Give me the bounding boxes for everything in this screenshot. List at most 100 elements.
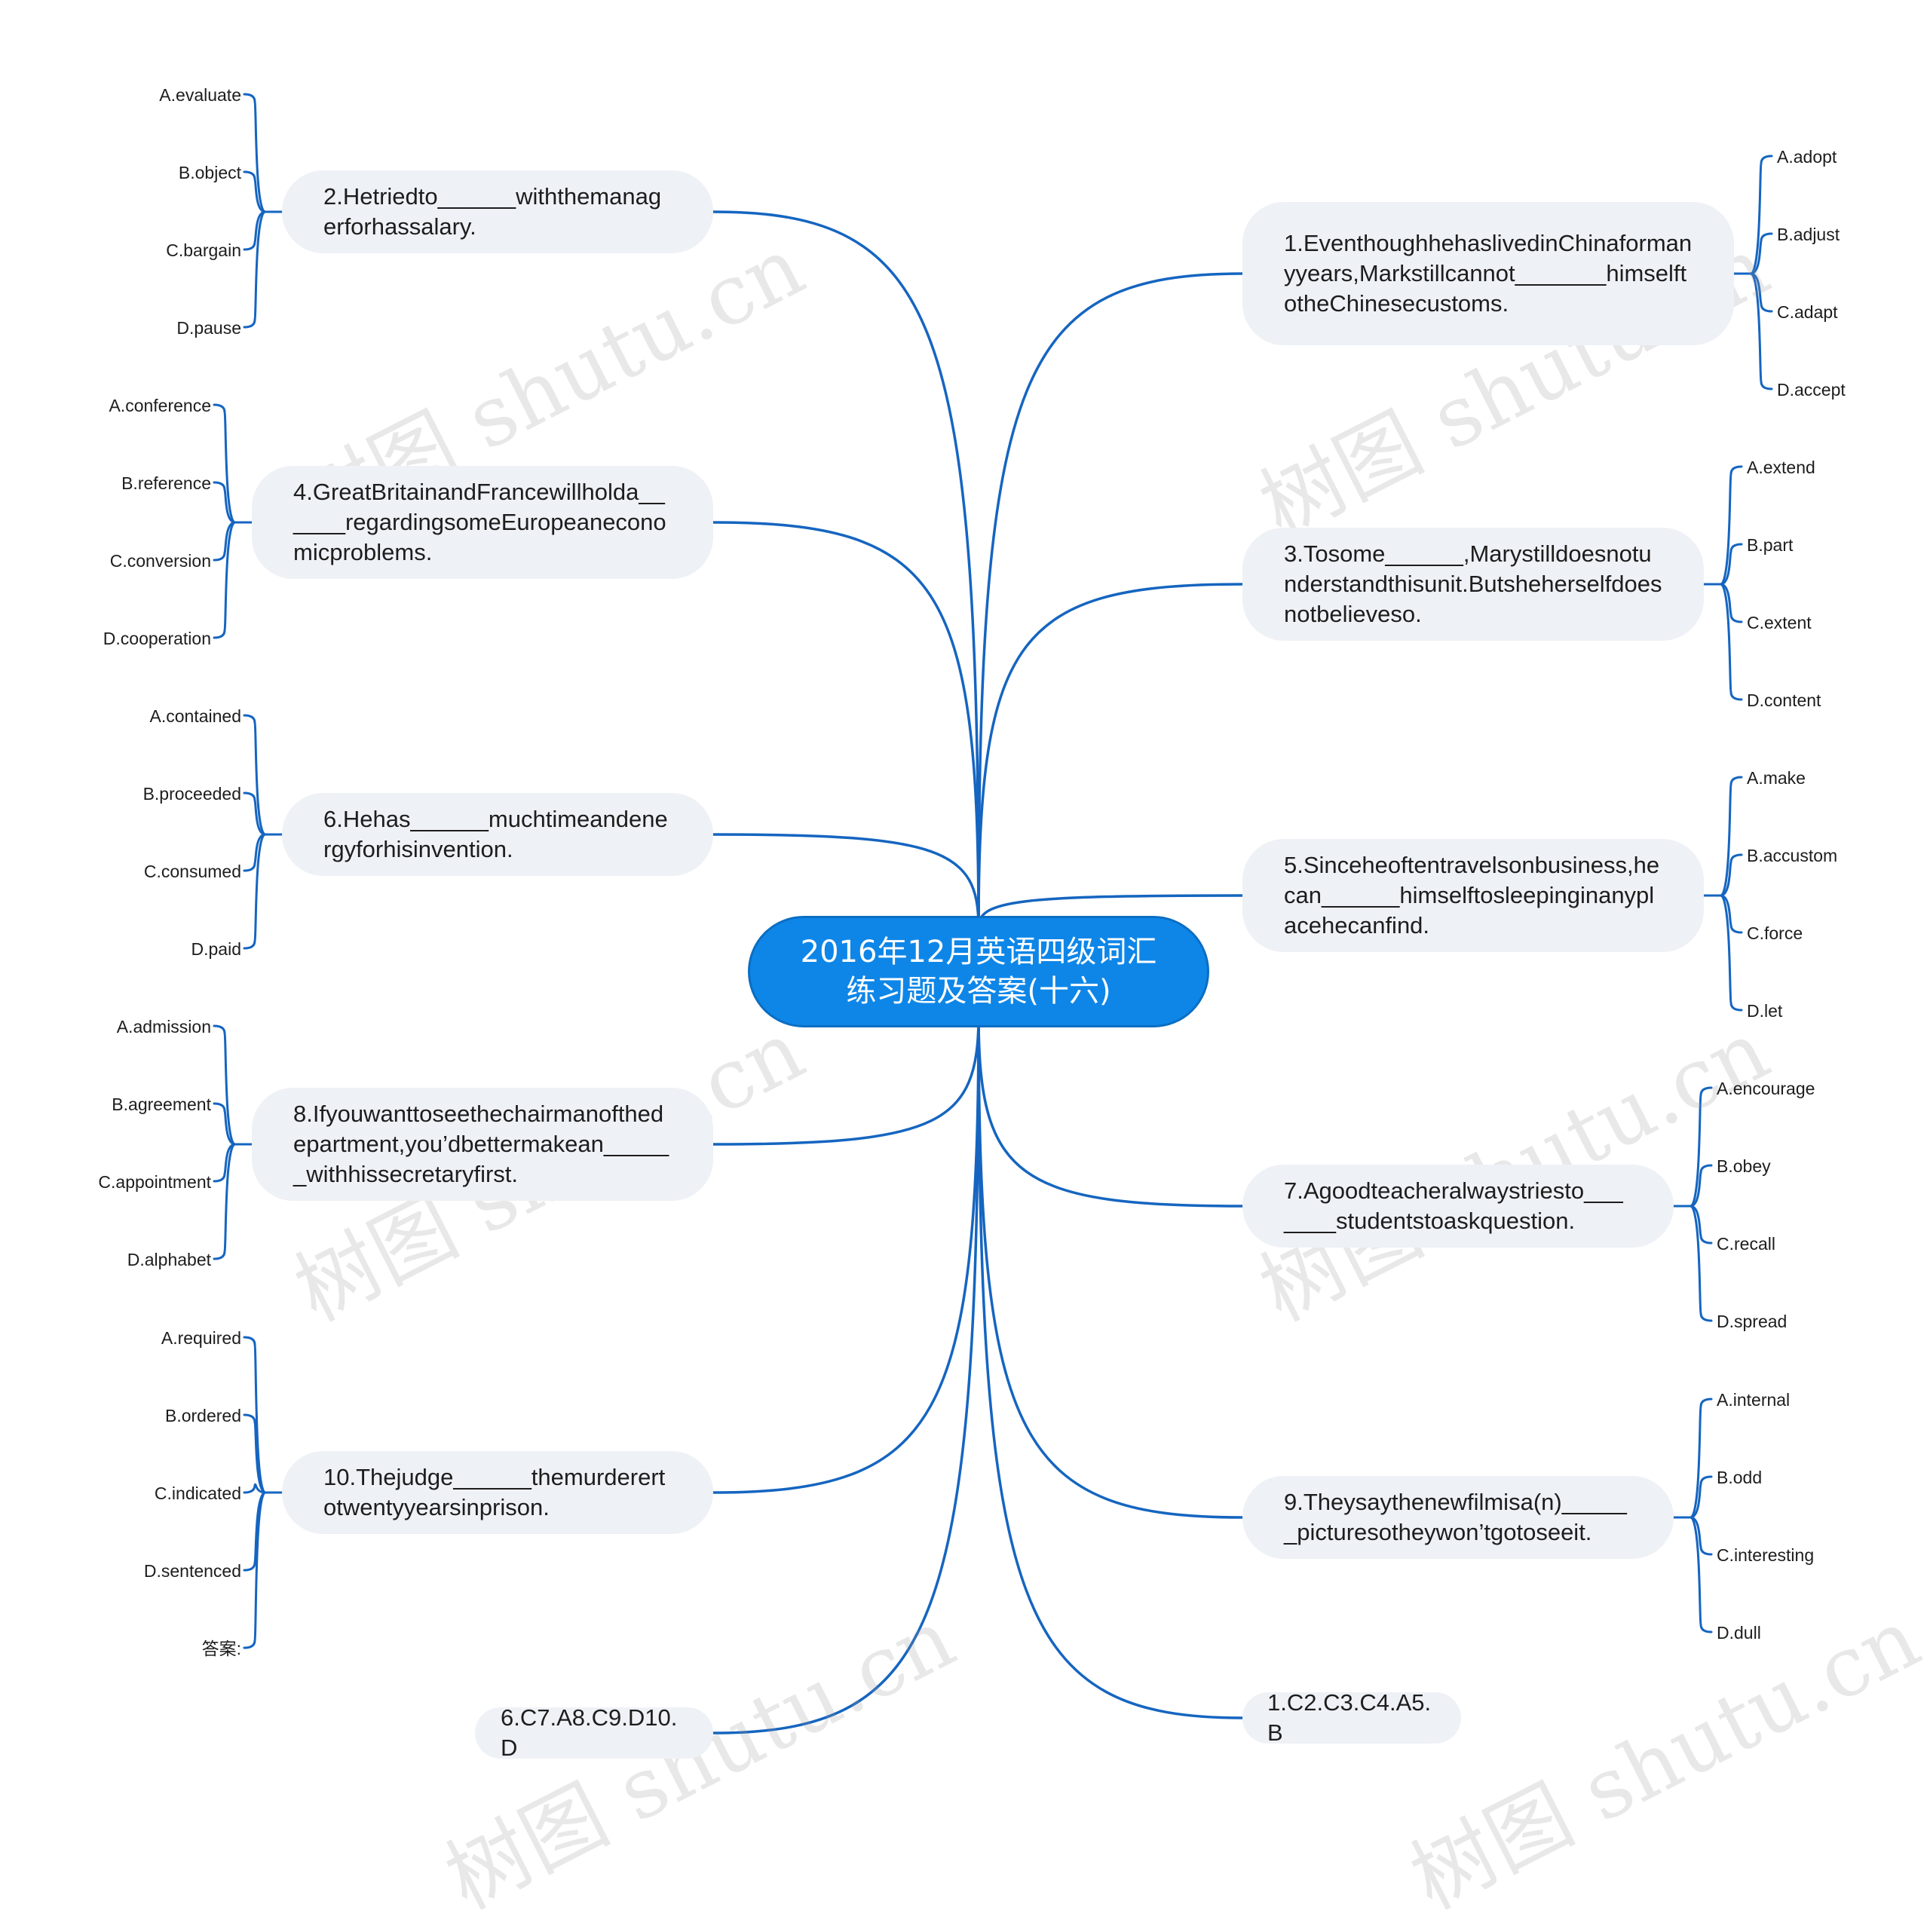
bracket-2-arm-2 bbox=[1719, 894, 1743, 934]
q3-option-b[interactable]: B.part bbox=[1747, 535, 1794, 555]
root-topic-line2: 练习题及答案(十六) bbox=[846, 974, 1111, 1009]
answers-part2[interactable]: 6.C7.A8.C9.D10.D bbox=[475, 1704, 713, 1761]
bracket-2-arm-0 bbox=[1719, 776, 1743, 897]
question-9-text: 9.Theysaythenewfilmisa(n)______pictureso… bbox=[1284, 1489, 1627, 1545]
q3-option-c[interactable]: C.extent bbox=[1747, 613, 1812, 632]
bracket-3-arm-2 bbox=[1689, 1205, 1713, 1245]
q9-option-a[interactable]: A.internal bbox=[1717, 1390, 1791, 1410]
q9-option-d[interactable]: D.dull bbox=[1717, 1623, 1761, 1643]
branch-right-3 bbox=[977, 1015, 1244, 1208]
question-2-text: 2.Hetriedto______withthemanagerforhassal… bbox=[323, 183, 662, 240]
bracket-6-arm-3 bbox=[213, 521, 237, 639]
bracket-6-arm-0 bbox=[213, 403, 237, 524]
q5-option-d[interactable]: D.let bbox=[1747, 1001, 1783, 1021]
q5-option-c[interactable]: C.force bbox=[1747, 923, 1803, 943]
q2-option-b[interactable]: B.object bbox=[178, 163, 241, 182]
q10-option-b[interactable]: B.ordered bbox=[164, 1406, 241, 1425]
answers-part1[interactable]: 1.C2.C3.C4.A5.B bbox=[1242, 1689, 1461, 1746]
q1-option-c[interactable]: C.adapt bbox=[1777, 302, 1838, 322]
answers-label[interactable]: 答案: bbox=[201, 1639, 241, 1658]
q4-option-a[interactable]: A.conference bbox=[109, 396, 211, 415]
question-9[interactable]: 9.Theysaythenewfilmisa(n)______pictureso… bbox=[1242, 1476, 1674, 1559]
bracket-0-arm-3 bbox=[1749, 272, 1773, 390]
q8-option-b[interactable]: B.agreement bbox=[112, 1095, 211, 1114]
bracket-7-arm-1 bbox=[243, 791, 267, 836]
branch-right-5 bbox=[977, 1015, 1244, 1719]
q9-option-c[interactable]: C.interesting bbox=[1717, 1545, 1815, 1565]
bracket-7-arm-3 bbox=[243, 833, 267, 950]
q1-option-d[interactable]: D.accept bbox=[1777, 380, 1846, 400]
bracket-8-arm-2 bbox=[213, 1143, 237, 1183]
q7-option-b[interactable]: B.obey bbox=[1717, 1156, 1771, 1176]
q10-option-c[interactable]: C.indicated bbox=[154, 1483, 241, 1503]
branch-left-3 bbox=[712, 1015, 980, 1146]
branch-left-4 bbox=[712, 1015, 980, 1494]
q5-option-b[interactable]: B.accustom bbox=[1747, 846, 1838, 865]
bracket-4-arm-3 bbox=[1689, 1516, 1713, 1633]
branch-left-5 bbox=[712, 1015, 980, 1735]
connector-lines bbox=[213, 93, 1773, 1735]
bracket-5-arm-2 bbox=[243, 210, 267, 251]
q1-option-a[interactable]: A.adopt bbox=[1777, 147, 1837, 167]
q3-option-a[interactable]: A.extend bbox=[1747, 458, 1815, 477]
q1-option-b[interactable]: B.adjust bbox=[1777, 225, 1840, 244]
q8-option-a[interactable]: A.admission bbox=[116, 1017, 211, 1036]
bracket-1-arm-1 bbox=[1719, 543, 1743, 586]
q7-option-c[interactable]: C.recall bbox=[1717, 1234, 1775, 1254]
bracket-0-arm-1 bbox=[1749, 232, 1773, 275]
q3-option-d[interactable]: D.content bbox=[1747, 690, 1821, 710]
root-topic[interactable]: 2016年12月英语四级词汇 练习题及答案(十六) bbox=[748, 916, 1209, 1027]
question-4-text: 4.GreatBritainandFrancewillholda______re… bbox=[293, 479, 666, 565]
bracket-4-arm-0 bbox=[1689, 1398, 1713, 1519]
q6-option-d[interactable]: D.paid bbox=[191, 939, 241, 959]
question-5[interactable]: 5.Sinceheoftentravelsonbusiness,hecan___… bbox=[1242, 839, 1704, 952]
q4-option-d[interactable]: D.cooperation bbox=[103, 629, 211, 648]
q10-option-d[interactable]: D.sentenced bbox=[143, 1561, 241, 1581]
answers-part2-text: 6.C7.A8.C9.D10.D bbox=[501, 1704, 678, 1761]
bracket-5-arm-0 bbox=[243, 93, 267, 213]
q6-option-b[interactable]: B.proceeded bbox=[142, 784, 241, 804]
q4-option-b[interactable]: B.reference bbox=[121, 473, 211, 493]
question-1[interactable]: 1.EventhoughhehaslivedinChinaformanyyear… bbox=[1242, 202, 1734, 345]
question-3-text: 3.Tosome______,Marystilldoesnotunderstan… bbox=[1284, 540, 1662, 627]
question-8-text: 8.Ifyouwanttoseethechairmanofthedepartme… bbox=[293, 1101, 669, 1187]
bracket-0-arm-0 bbox=[1749, 155, 1773, 275]
q6-option-c[interactable]: C.consumed bbox=[143, 862, 241, 881]
q4-option-c[interactable]: C.conversion bbox=[109, 551, 211, 571]
question-10[interactable]: 10.Thejudge______themurderertotwentyyear… bbox=[282, 1451, 713, 1534]
question-7-text: 7.Agoodteacheralwaystriesto_______studen… bbox=[1284, 1177, 1623, 1234]
q7-option-a[interactable]: A.encourage bbox=[1717, 1079, 1815, 1098]
question-6[interactable]: 6.Hehas______muchtimeandenergyforhisinve… bbox=[282, 793, 713, 876]
bracket-8-arm-0 bbox=[213, 1024, 237, 1146]
bracket-5-arm-3 bbox=[243, 210, 267, 329]
question-2[interactable]: 2.Hetriedto______withthemanagerforhassal… bbox=[282, 170, 713, 253]
q5-option-a[interactable]: A.make bbox=[1747, 768, 1806, 788]
question-3[interactable]: 3.Tosome______,Marystilldoesnotunderstan… bbox=[1242, 528, 1704, 641]
bracket-2-arm-3 bbox=[1719, 894, 1743, 1012]
branch-left-0 bbox=[712, 210, 980, 929]
q2-option-a[interactable]: A.evaluate bbox=[159, 85, 241, 105]
q9-option-b[interactable]: B.odd bbox=[1717, 1468, 1763, 1487]
bracket-7-arm-2 bbox=[243, 833, 267, 872]
bracket-9-arm-1 bbox=[243, 1413, 267, 1494]
question-10-text: 10.Thejudge______themurderertotwentyyear… bbox=[323, 1464, 666, 1520]
question-7[interactable]: 7.Agoodteacheralwaystriesto_______studen… bbox=[1242, 1165, 1674, 1248]
question-6-text: 6.Hehas______muchtimeandenergyforhisinve… bbox=[323, 806, 668, 862]
q7-option-d[interactable]: D.spread bbox=[1717, 1312, 1788, 1331]
bracket-3-arm-3 bbox=[1689, 1205, 1713, 1322]
bracket-4-arm-2 bbox=[1689, 1516, 1713, 1556]
q8-option-d[interactable]: D.alphabet bbox=[127, 1250, 211, 1269]
bracket-1-arm-2 bbox=[1719, 583, 1743, 623]
q10-option-a[interactable]: A.required bbox=[161, 1328, 241, 1348]
bracket-4-arm-1 bbox=[1689, 1475, 1713, 1519]
question-1-text: 1.EventhoughhehaslivedinChinaformanyyear… bbox=[1284, 230, 1693, 317]
question-4[interactable]: 4.GreatBritainandFrancewillholda______re… bbox=[252, 466, 713, 579]
question-8[interactable]: 8.Ifyouwanttoseethechairmanofthedepartme… bbox=[252, 1088, 713, 1201]
q8-option-c[interactable]: C.appointment bbox=[98, 1172, 211, 1192]
q2-option-d[interactable]: D.pause bbox=[176, 318, 241, 338]
q2-option-c[interactable]: C.bargain bbox=[166, 240, 241, 260]
bracket-9-arm-0 bbox=[243, 1336, 267, 1494]
bracket-1-arm-0 bbox=[1719, 465, 1743, 586]
bracket-8-arm-1 bbox=[213, 1102, 237, 1146]
q6-option-a[interactable]: A.contained bbox=[149, 706, 241, 726]
